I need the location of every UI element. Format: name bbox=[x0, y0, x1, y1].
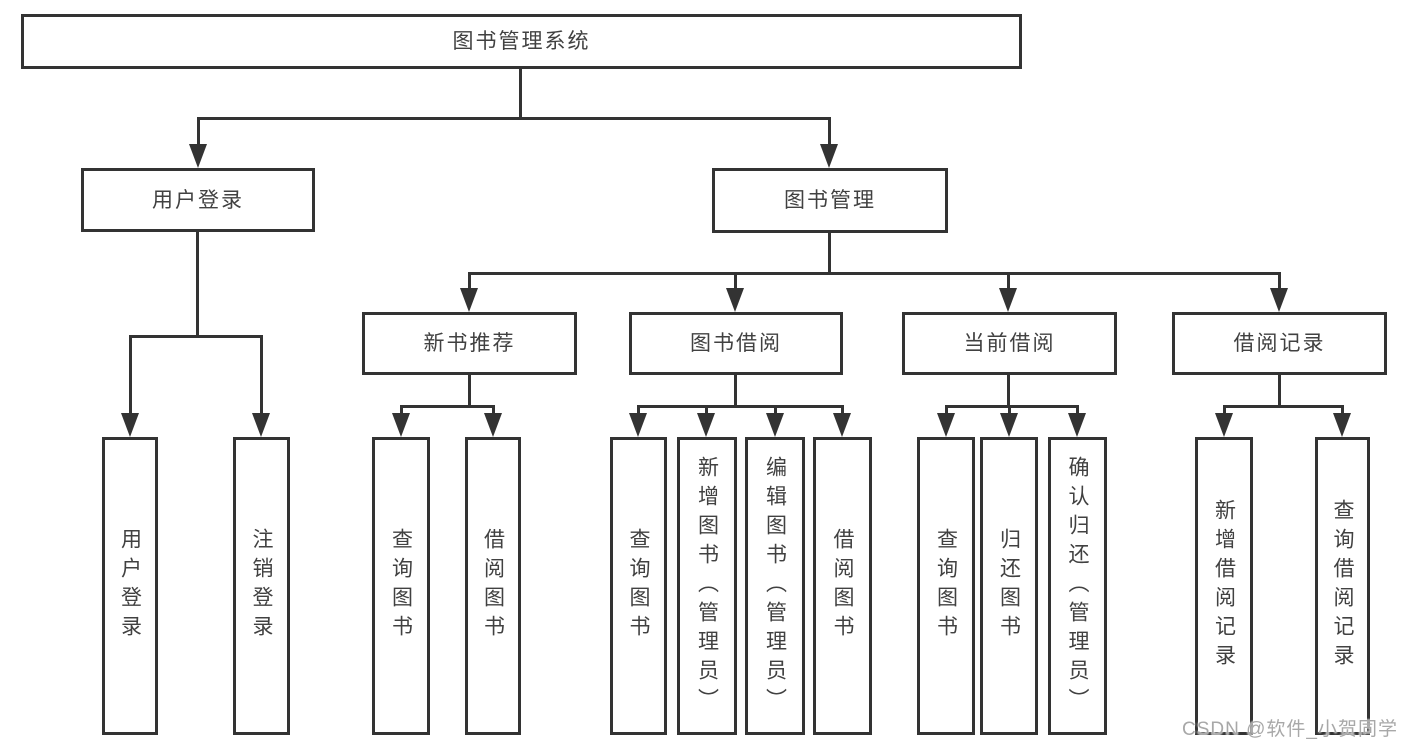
connector-bar bbox=[197, 117, 831, 120]
connector-bar bbox=[637, 405, 844, 408]
leaf-label: 查询图书 bbox=[389, 528, 413, 644]
arrowhead-down-icon bbox=[766, 413, 784, 437]
connector-drop bbox=[828, 117, 831, 150]
arrowhead-down-icon bbox=[1215, 413, 1233, 437]
connector-stem bbox=[734, 375, 737, 407]
connector-stem bbox=[1007, 375, 1010, 407]
connector-drop bbox=[841, 405, 844, 419]
arrowhead-down-icon bbox=[1000, 413, 1018, 437]
leaf-label: 确认归还（管理员） bbox=[1066, 455, 1089, 717]
node-current-borrowing: 当前借阅 bbox=[902, 312, 1117, 375]
arrowhead-down-icon bbox=[999, 288, 1017, 312]
connector-drop bbox=[260, 335, 263, 419]
arrowhead-down-icon bbox=[460, 288, 478, 312]
node-label: 图书借阅 bbox=[690, 332, 782, 355]
connector-drop bbox=[468, 272, 471, 294]
connector-stem bbox=[519, 69, 522, 117]
arrowhead-down-icon bbox=[1068, 413, 1086, 437]
connector-bar bbox=[1223, 405, 1343, 408]
leaf-add-borrow-record: 新增借阅记录 bbox=[1195, 437, 1253, 735]
node-borrowing-records: 借阅记录 bbox=[1172, 312, 1387, 375]
node-book-management: 图书管理 bbox=[712, 168, 948, 233]
connector-bar bbox=[129, 335, 263, 338]
leaf-label: 新增图书（管理员） bbox=[695, 455, 719, 717]
connector-drop bbox=[1341, 405, 1344, 419]
leaf-edit-books-admin: 编辑图书（管理员） bbox=[745, 437, 805, 735]
node-label: 图书管理 bbox=[784, 189, 876, 212]
node-label: 图书管理系统 bbox=[452, 30, 591, 53]
connector-stem bbox=[468, 375, 471, 407]
leaf-label: 新增借阅记录 bbox=[1212, 499, 1236, 673]
leaf-logout-login: 注销登录 bbox=[233, 437, 290, 735]
connector-drop bbox=[774, 405, 777, 419]
connector-drop bbox=[734, 272, 737, 294]
leaf-label: 用户登录 bbox=[118, 528, 142, 644]
connector-bar bbox=[468, 272, 1281, 275]
connector-drop bbox=[637, 405, 640, 419]
arrowhead-down-icon bbox=[484, 413, 502, 437]
arrowhead-down-icon bbox=[820, 144, 838, 168]
node-label: 当前借阅 bbox=[963, 332, 1056, 355]
node-library-management-system: 图书管理系统 bbox=[21, 14, 1022, 69]
connector-bar bbox=[400, 405, 494, 408]
arrowhead-down-icon bbox=[697, 413, 715, 437]
connector-drop bbox=[1223, 405, 1226, 419]
leaf-add-books-admin: 新增图书（管理员） bbox=[677, 437, 737, 735]
leaf-label: 查询图书 bbox=[627, 528, 650, 644]
leaf-label: 借阅图书 bbox=[831, 528, 854, 644]
node-label: 借阅记录 bbox=[1233, 332, 1326, 355]
node-book-borrowing: 图书借阅 bbox=[629, 312, 843, 375]
leaf-label: 查询借阅记录 bbox=[1331, 499, 1354, 673]
connector-drop bbox=[1007, 272, 1010, 294]
leaf-label: 查询图书 bbox=[934, 528, 958, 644]
arrowhead-down-icon bbox=[252, 413, 270, 437]
arrowhead-down-icon bbox=[1333, 413, 1351, 437]
leaf-confirm-return-admin: 确认归还（管理员） bbox=[1048, 437, 1107, 735]
leaf-query-books-current: 查询图书 bbox=[917, 437, 975, 735]
connector-bar bbox=[945, 405, 1078, 408]
arrowhead-down-icon bbox=[1270, 288, 1288, 312]
connector-drop bbox=[1278, 272, 1281, 294]
connector-stem bbox=[196, 232, 199, 337]
leaf-borrow-books-recommend: 借阅图书 bbox=[465, 437, 521, 735]
csdn-watermark: CSDN @软件_小贺同学 bbox=[1182, 719, 1398, 740]
connector-drop bbox=[705, 405, 708, 419]
leaf-user-login: 用户登录 bbox=[102, 437, 158, 735]
arrowhead-down-icon bbox=[629, 413, 647, 437]
leaf-label: 归还图书 bbox=[997, 528, 1021, 644]
leaf-return-books: 归还图书 bbox=[980, 437, 1038, 735]
connector-drop bbox=[400, 405, 403, 419]
node-label: 用户登录 bbox=[152, 188, 244, 212]
arrowhead-down-icon bbox=[726, 288, 744, 312]
leaf-borrow-books: 借阅图书 bbox=[813, 437, 872, 735]
connector-drop bbox=[1008, 405, 1011, 419]
leaf-query-books-recommend: 查询图书 bbox=[372, 437, 430, 735]
leaf-label: 注销登录 bbox=[250, 528, 273, 644]
connector-drop bbox=[492, 405, 495, 419]
node-label: 新书推荐 bbox=[423, 332, 516, 355]
connector-drop bbox=[945, 405, 948, 419]
connector-drop bbox=[1076, 405, 1079, 419]
connector-stem bbox=[1278, 375, 1281, 407]
arrowhead-down-icon bbox=[833, 413, 851, 437]
arrowhead-down-icon bbox=[189, 144, 207, 168]
connector-drop bbox=[129, 335, 132, 419]
arrowhead-down-icon bbox=[937, 413, 955, 437]
leaf-label: 借阅图书 bbox=[481, 528, 505, 644]
leaf-label: 编辑图书（管理员） bbox=[763, 455, 787, 717]
node-new-book-recommendation: 新书推荐 bbox=[362, 312, 577, 375]
leaf-query-books-borrow: 查询图书 bbox=[610, 437, 667, 735]
connector-stem bbox=[828, 233, 831, 274]
connector-drop bbox=[197, 117, 200, 150]
node-user-login: 用户登录 bbox=[81, 168, 315, 232]
arrowhead-down-icon bbox=[121, 413, 139, 437]
leaf-query-borrow-record: 查询借阅记录 bbox=[1315, 437, 1370, 735]
arrowhead-down-icon bbox=[392, 413, 410, 437]
